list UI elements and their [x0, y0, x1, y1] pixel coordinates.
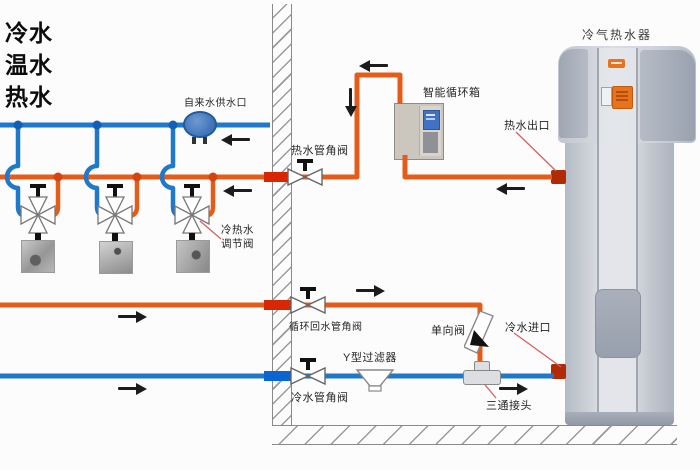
tank-center-stripe: [597, 48, 638, 425]
fixture-photo-washing-machine: [21, 240, 55, 273]
mixing-valve-1-icon: [20, 184, 56, 243]
flow-arrow-right-icon: [354, 284, 385, 297]
pointer-hot-outlet: [515, 131, 557, 172]
hot-pipe-to-circulation-box: [290, 72, 403, 180]
floor: [272, 425, 677, 445]
hot-junction-1: [53, 172, 63, 182]
tank-brand-logo: [608, 59, 625, 68]
circulation-box-display: [423, 110, 440, 130]
tank-left-panel: [559, 49, 588, 138]
cold-junction-2: [92, 120, 102, 130]
flow-arrow-right-icon: [116, 382, 147, 395]
legend-hot-water: 热水: [5, 84, 53, 110]
tank-access-panel: [595, 289, 641, 358]
check-valve-icon: [464, 310, 494, 354]
hot-water-angle-valve-icon: [287, 159, 323, 187]
pump-leg: [192, 137, 196, 144]
label-tee-joint: 三通接头: [486, 400, 532, 412]
cold-junction-3: [168, 120, 178, 130]
label-smart-circulation-box: 智能循环箱: [423, 87, 481, 99]
label-check-valve: 单向阀: [431, 325, 466, 337]
pump-leg: [203, 137, 207, 144]
label-cold-water-inlet: 冷水进口: [505, 322, 551, 334]
wall: [272, 4, 292, 425]
flow-arrow-left-icon: [359, 59, 390, 72]
tank-base: [565, 412, 674, 425]
pointer-cold-inlet: [513, 332, 562, 368]
mixing-valve-3-icon: [174, 184, 210, 243]
hot-pipe-from-tank: [402, 155, 552, 180]
legend-cold-water: 冷水: [5, 20, 53, 46]
label-circulation-return-angle-valve: 循环回水管角阀: [289, 322, 363, 333]
flow-arrow-left-icon: [496, 182, 527, 195]
circulation-box-label-area: [423, 132, 438, 153]
flow-arrow-left-icon: [221, 133, 252, 146]
cold-water-angle-valve-icon: [290, 358, 326, 386]
tee-joint-icon: [463, 361, 501, 387]
smart-circulation-box: [394, 103, 444, 160]
tap-water-inlet-icon: [183, 111, 217, 138]
tank-display-frame: [601, 87, 612, 106]
circulation-return-angle-valve-icon: [290, 287, 326, 315]
hot-water-outlet-fitting: [551, 170, 566, 184]
mixing-valve-2-icon: [97, 184, 133, 243]
label-cold-water-angle-valve: 冷水管角阀: [291, 392, 349, 404]
flow-arrow-down-icon: [344, 86, 357, 117]
flow-arrow-left-icon: [223, 184, 254, 197]
label-mixing-valve: 冷热水调节阀: [221, 224, 254, 250]
fixture-photo-shower: [176, 240, 210, 273]
cold-water-inlet-fitting: [551, 364, 566, 379]
legend-warm-water: 温水: [5, 52, 53, 78]
y-filter-icon: [355, 369, 395, 392]
label-hot-water-angle-valve: 热水管角阀: [291, 145, 349, 157]
tank-display-screen: [612, 86, 633, 109]
flow-arrow-right-icon: [116, 310, 147, 323]
label-water-heater: 冷气热水器: [582, 28, 653, 42]
hot-junction-3: [208, 172, 218, 182]
fixture-photo-faucet: [99, 241, 133, 274]
label-y-filter: Y型过滤器: [343, 352, 397, 364]
pointer-mixing-valve: [199, 220, 222, 240]
label-tap-water-inlet: 自来水供水口: [184, 98, 247, 109]
hot-junction-2: [132, 172, 142, 182]
tank-right-panel: [640, 50, 695, 141]
cold-junction-1: [13, 120, 23, 130]
flow-arrow-right-icon: [497, 382, 528, 395]
label-hot-water-outlet: 热水出口: [504, 120, 550, 132]
